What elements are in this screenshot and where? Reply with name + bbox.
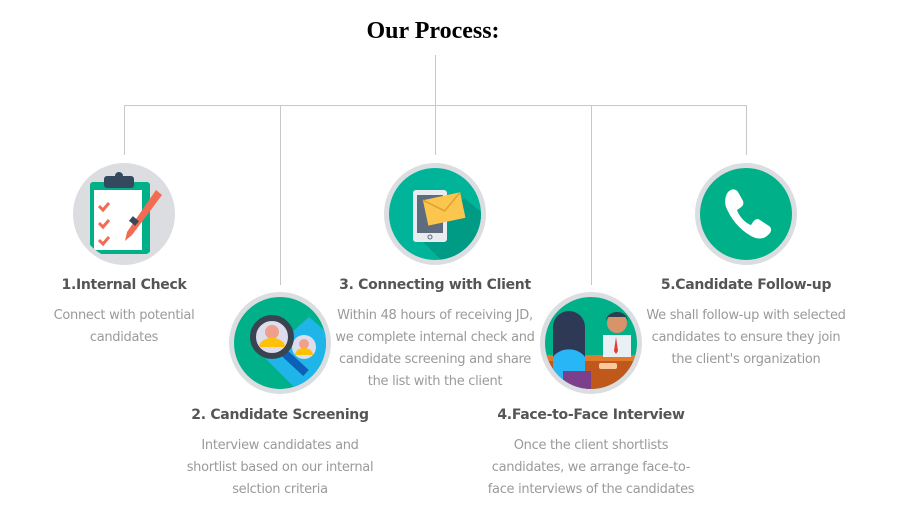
- connector-line: [746, 105, 747, 155]
- magnifier-candidates-icon: [229, 292, 331, 394]
- tablet-mail-icon: [384, 163, 486, 265]
- step-title: 1.Internal Check: [61, 277, 187, 293]
- connector-line: [591, 105, 592, 285]
- step-title: 5.Candidate Follow-up: [660, 277, 832, 293]
- step-description: Interview candidates and shortlist based…: [186, 438, 374, 497]
- step-title: 4.Face-to-Face Interview: [497, 407, 685, 423]
- step-description: Once the client shortlists candidates, w…: [487, 438, 695, 497]
- interview-icon: [540, 292, 642, 394]
- step-title: 3. Connecting with Client: [339, 277, 531, 293]
- clipboard-checklist-icon: [73, 163, 175, 265]
- connector-line: [124, 105, 125, 155]
- connector-line: [435, 105, 436, 155]
- phone-icon: [695, 163, 797, 265]
- step-title: 2. Candidate Screening: [191, 407, 369, 423]
- step-description: Within 48 hours of receiving JD, we comp…: [335, 308, 535, 389]
- connector-line: [435, 55, 436, 105]
- page-title: Our Process:: [366, 18, 500, 44]
- step-description: Connect with potential candidates: [53, 308, 195, 345]
- connector-line: [280, 105, 281, 285]
- step-description: We shall follow-up with selected candida…: [646, 308, 846, 367]
